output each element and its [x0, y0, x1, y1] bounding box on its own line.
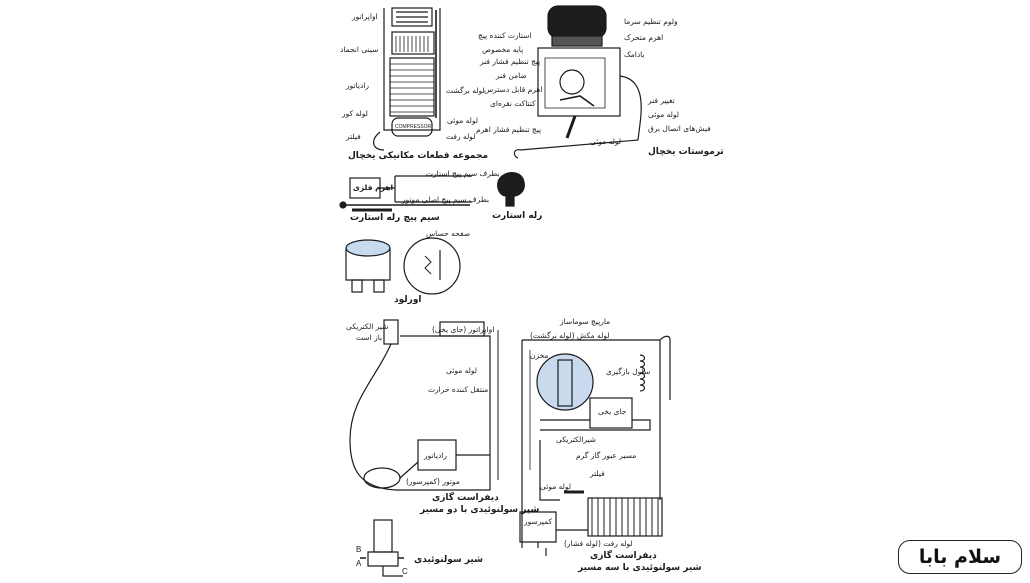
label-recovery-coil: سلول بازگیری	[606, 367, 651, 376]
label-spring-guard: ضامن فنر	[496, 71, 527, 80]
label-tank: مخزن	[530, 351, 549, 360]
condenser-grid	[587, 497, 663, 537]
label-motor: موتور (کمپرسور)	[406, 477, 460, 486]
thermostat-body	[537, 47, 621, 117]
recovery-cell-highlight	[536, 353, 594, 411]
label-thermo-capillary: لوله موئی	[648, 110, 680, 119]
label-freezer-shelf: سینی انجماد	[340, 45, 379, 54]
evaporator-box	[391, 7, 433, 27]
label-electric-valve: شیر الکتریکی	[346, 322, 389, 331]
label-freezer-valve: مارپیچ سوماساز	[560, 317, 611, 326]
label-evaporator: اواپراتور	[352, 12, 378, 21]
label-compressor-3way: کمپرسور	[524, 517, 553, 526]
label-to-main-coil: بطرف سیم پیچ اصلی موتور	[402, 195, 490, 204]
cold-knob-shape	[547, 5, 607, 39]
label-heat-exchanger: منتقل کننده حرارت	[428, 385, 489, 394]
label-spring-screw: پیچ تنظیم فشار فنر	[480, 57, 541, 66]
start-relay-figure	[339, 172, 525, 212]
label-capillary-3way: لوله موئی	[540, 482, 572, 491]
relay-coil-caption: سیم پیچ رله استارت	[350, 213, 440, 223]
freezer-shelf	[391, 31, 435, 55]
label-evaporator-2way: اواپراتور (جای یخی)	[432, 325, 495, 334]
label-filter: فیلتر	[346, 132, 361, 141]
label-suction-pipe: لوله مکش (لوله برگشت)	[530, 331, 610, 340]
logo-text: سلام بابا	[918, 546, 1002, 568]
label-return-pipe: لوله برگشت	[446, 86, 485, 95]
label-lever-screw: پیچ تنظیم فشار اهرم	[476, 125, 542, 134]
site-logo[interactable]: سلام بابا	[898, 540, 1022, 574]
motor-ellipse	[363, 467, 401, 489]
label-start-thread: استارت کننده پیچ	[478, 31, 532, 40]
overload-figure	[345, 237, 461, 295]
thermostat-capillary	[519, 75, 642, 151]
label-compressor: COMPRESSOR	[395, 124, 432, 130]
label-hot-gas-path: مسیر عبور گاز گرم	[576, 451, 637, 460]
label-power-pins: فیش‌های اتصال برق	[648, 124, 711, 133]
fridge-parts-caption: مجموعه قطعات مکانیکی یخچال	[348, 151, 489, 161]
label-capillary-2way: لوله موئی	[446, 366, 478, 375]
two-way-caption-line2: شیر سولنوئیدی با دو مسیر	[420, 505, 540, 515]
label-movable-lever: اهرم قابل دسترس	[484, 85, 543, 94]
fridge-parts-figure	[373, 7, 441, 151]
label-spring-change: تغییر فنر	[648, 96, 675, 105]
overload-disc	[403, 237, 461, 295]
label-to-start-coil: بطرف سیم پیچ استارت	[426, 169, 500, 178]
label-capillary: لوله موئی	[447, 116, 479, 125]
radiator-grid	[389, 57, 435, 117]
label-bellows: بادامک	[624, 50, 645, 59]
label-open: باز است	[356, 333, 383, 342]
label-sensitive-plate: صفحه حساس	[426, 229, 471, 238]
thermostat-figure	[513, 5, 642, 159]
compressor-3way	[519, 511, 557, 543]
evaporator-small	[439, 321, 485, 337]
relay-component	[497, 172, 525, 207]
port-a-label: A	[356, 559, 362, 568]
label-filter-3way: فیلتر	[590, 469, 605, 478]
label-electric-valve-3way: شیرالکتریکی	[556, 435, 597, 444]
compressor-body	[391, 117, 433, 137]
label-ice-place: جای یخی	[598, 407, 627, 416]
start-relay-caption: رله استارت	[492, 211, 543, 221]
overload-caption: اورلود	[394, 295, 422, 305]
ice-place-box	[589, 397, 633, 429]
solenoid-valve-figure	[360, 519, 404, 577]
label-blind-pipe: لوله کور	[342, 109, 368, 118]
label-moving-lever: اهرم متحرک	[624, 33, 664, 42]
three-way-caption-line2: شیر سولنوئیدی با سه مسیر	[578, 563, 702, 573]
label-radiator-2way: رادیاتور	[424, 451, 448, 460]
label-contact-points: کنتاکت نقره‌ای	[490, 99, 536, 108]
label-cold-knob: ولوم تنظیم سرما	[624, 17, 678, 26]
thermostat-caption: ترموستات یخچال	[648, 147, 724, 157]
label-special-base: پایه مخصوص	[482, 45, 524, 54]
three-way-caption-line1: دیفراست گازی	[590, 551, 657, 561]
two-way-system-figure	[349, 319, 499, 491]
port-b-label: B	[356, 545, 362, 554]
label-metal-lever: اهرم فلزی	[353, 183, 394, 192]
two-way-caption-line1: دیفراست گازی	[432, 493, 499, 503]
label-capillary-bottom: لوله موئی	[590, 137, 622, 146]
solenoid-coil	[373, 519, 393, 553]
solenoid-valve-caption: شیر سولنوئیدی	[414, 555, 483, 565]
port-c-label: C	[402, 567, 408, 576]
three-way-system-figure	[519, 335, 671, 556]
label-radiator: رادیاتور	[346, 81, 370, 90]
label-supply-pipe: لوله رفت	[446, 132, 476, 141]
label-supply-pipe-3way: لوله رفت (لوله فشار)	[564, 539, 633, 548]
